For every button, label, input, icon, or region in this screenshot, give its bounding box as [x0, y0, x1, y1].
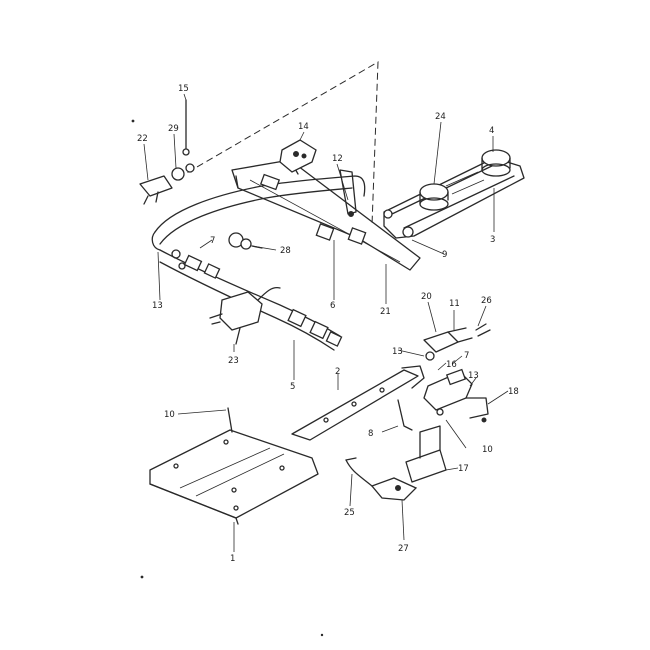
callout-9: 9: [442, 250, 447, 260]
callout-15: 15: [178, 84, 189, 94]
burner-tube: [291, 365, 425, 441]
callout-1: 1: [230, 554, 235, 564]
callout-16: 16: [446, 360, 457, 370]
callout-6: 6: [330, 301, 335, 311]
pressure-regulator: [209, 286, 281, 345]
callout-23: 23: [228, 356, 239, 366]
callout-18: 18: [508, 387, 519, 397]
callout-13-left: 13: [152, 301, 163, 311]
top-fitting: [279, 139, 317, 173]
callout-22: 22: [137, 134, 148, 144]
callout-5: 5: [290, 382, 295, 392]
callout-13-right: 13: [468, 371, 479, 381]
callout-11: 11: [449, 299, 460, 309]
right-burner-assembly: [383, 149, 525, 239]
callout-24: 24: [435, 112, 446, 122]
burner-support-bar: [231, 159, 421, 271]
callout-10-right: 10: [482, 445, 493, 455]
callout-10-left: 10: [164, 410, 175, 420]
callout-26: 26: [481, 296, 492, 306]
callout-27: 27: [398, 544, 409, 554]
callout-8: 8: [368, 429, 373, 439]
callout-4: 4: [489, 126, 494, 136]
callout-7-lower: 7: [464, 351, 469, 361]
reference-dash-line: [177, 61, 379, 226]
callout-13-mid: 13: [392, 347, 403, 357]
leader-lines: [143, 93, 509, 552]
callout-29: 29: [168, 124, 179, 134]
callout-21: 21: [380, 307, 391, 317]
callout-28: 28: [280, 246, 291, 256]
callout-25: 25: [344, 508, 355, 518]
callout-labels: 1 2 3 4 5 6 7 7 8 9 10 10 11 12 13 13 13…: [137, 84, 519, 564]
callout-2: 2: [335, 367, 340, 377]
manifold-tube: [151, 175, 366, 351]
callout-20: 20: [421, 292, 432, 302]
callout-3: 3: [490, 235, 495, 245]
callout-7-upper: 7: [210, 236, 215, 246]
left-valve-parts: [139, 99, 195, 205]
igniter-and-wire: [345, 457, 418, 501]
mounting-bracket: [405, 425, 447, 483]
scan-specks: [131, 119, 324, 637]
callout-14: 14: [298, 122, 309, 132]
valve-fitting: [228, 232, 263, 250]
ignition-valve-assembly: [423, 323, 491, 423]
callout-17: 17: [458, 464, 469, 474]
callout-12: 12: [332, 154, 343, 164]
spreader-plate: [149, 407, 319, 525]
